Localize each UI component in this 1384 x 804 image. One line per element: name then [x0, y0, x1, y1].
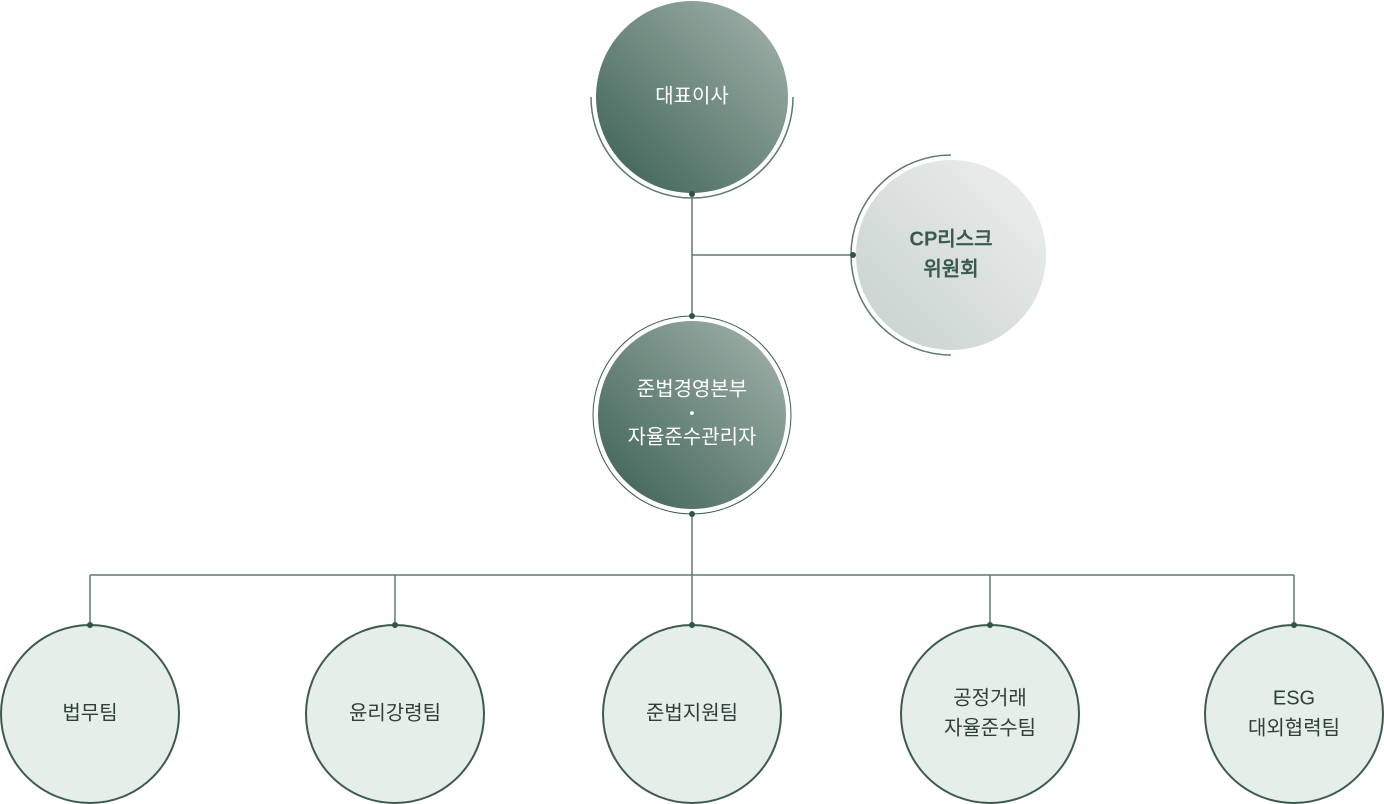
node-cp-risk-committee[interactable]: CP리스크 위원회: [850, 154, 1046, 356]
team-label: 준법지원팀: [646, 701, 738, 724]
committee-label-line2: 위원회: [923, 257, 978, 280]
node-compliance-division[interactable]: 준법경영본부 • 자율준수관리자: [592, 315, 792, 515]
team-compliance-support[interactable]: 준법지원팀: [602, 624, 782, 804]
node-ceo[interactable]: 대표이사: [590, 1, 794, 199]
connector-lines: [89, 194, 1295, 625]
team-label: 윤리강령팀: [349, 701, 441, 724]
team-ethics[interactable]: 윤리강령팀: [305, 624, 485, 804]
committee-label-line1: CP리스크: [910, 227, 993, 250]
connector-dots: [87, 191, 1297, 628]
team-label-line2: 자율준수팀: [944, 716, 1036, 739]
team-label-line2: 대외협력팀: [1248, 716, 1340, 739]
team-label-line1: 공정거래: [953, 686, 1027, 709]
division-separator: •: [690, 405, 695, 421]
division-label-line1: 준법경영본부: [637, 377, 747, 400]
team-label: 법무팀: [62, 701, 117, 724]
team-esg[interactable]: ESG 대외협력팀: [1204, 624, 1384, 804]
team-label-line1: ESG: [1273, 687, 1315, 709]
team-fair-trade[interactable]: 공정거래 자율준수팀: [900, 624, 1080, 804]
ceo-label: 대표이사: [655, 84, 729, 107]
team-legal[interactable]: 법무팀: [0, 624, 180, 804]
division-label-line2: 자율준수관리자: [628, 425, 757, 448]
